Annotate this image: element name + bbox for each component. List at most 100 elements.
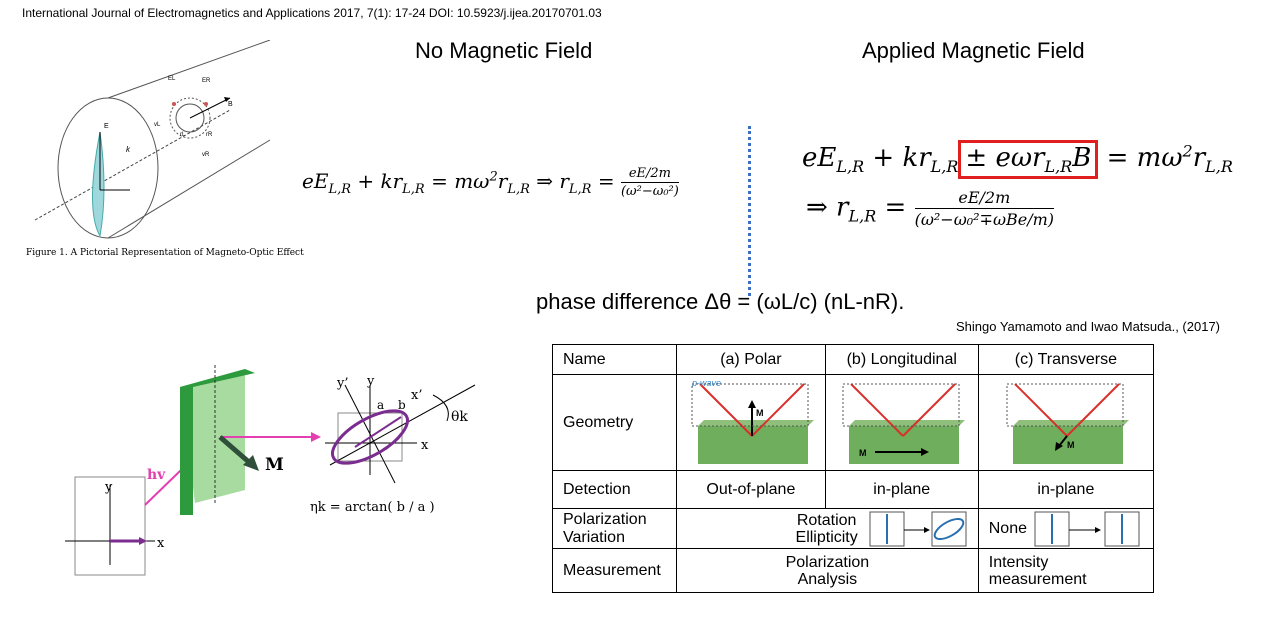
fig1-label-rr: rR	[206, 132, 213, 138]
equation-applied-field-line1: eEL,R + krL,R± eωrL,RB = mω2rL,R	[802, 140, 1233, 180]
polar-geometry-diagram: M p-wave	[691, 378, 814, 464]
pol-analysis-line1: Polarization	[785, 553, 870, 571]
fig1-label-k: k	[126, 145, 131, 154]
eq-right-boxed-tail: B	[1072, 143, 1092, 173]
eq-left-implies: ⇒ r	[529, 169, 569, 193]
eq-right-c: = mω	[1098, 143, 1183, 173]
phase-difference: phase difference Δθ = (ωL/c) (nL-nR).	[536, 289, 905, 314]
eq-left-r-sub: L,R	[507, 182, 530, 197]
kerr-label-b: b	[398, 398, 406, 412]
transverse-m-label: M	[1067, 440, 1075, 450]
table-measurement-label: Measurement	[551, 548, 678, 593]
kerr-label-a: a	[377, 398, 384, 412]
fig1-label-vr: vR	[202, 152, 210, 158]
eq-right-d-sub: L,R	[1205, 157, 1233, 177]
kerr-label-hv: hv	[147, 467, 166, 483]
eq-left-mid-sub: L,R	[402, 182, 425, 197]
intensity-diagram	[1034, 511, 1140, 546]
pol-analysis-line2: Analysis	[797, 570, 858, 588]
eq-left-lhs-sub: L,R	[328, 182, 351, 197]
geometry-polar: M p-wave	[676, 374, 826, 471]
heading-no-field: No Magnetic Field	[415, 38, 593, 63]
eq-left-sup: 2	[489, 169, 498, 185]
intensity-line1: Intensity	[988, 553, 1049, 571]
polar-pwave-label: p-wave	[691, 378, 721, 388]
equation-applied-field-line2: ⇒ rL,R = eE/2m(ω²−ω₀²∓ωBe/m)	[806, 188, 1055, 229]
polarization-polar-longitudinal: Rotation Ellipticity	[676, 508, 979, 549]
polarization-transverse: None	[977, 508, 1155, 549]
credit-line: Shingo Yamamoto and Iwao Matsuda., (2017…	[956, 319, 1221, 334]
table-header-polar: (a) Polar	[676, 344, 826, 375]
eq-right-line2-eq: =	[876, 192, 915, 223]
eq-left-den: (ω²−ω₀²)	[620, 184, 679, 199]
longitudinal-geometry-diagram: M	[842, 383, 965, 464]
fig1-label-er: ER	[202, 78, 211, 84]
eq-right-a: eE	[802, 143, 837, 173]
table-header-name: Name	[551, 344, 678, 375]
citation-line: International Journal of Electromagnetic…	[22, 6, 602, 20]
eq-right-d: r	[1192, 143, 1206, 173]
eq-left-mid: + kr	[351, 169, 403, 193]
eq-right-b: + kr	[864, 143, 931, 173]
table-header-longitudinal: (b) Longitudinal	[824, 344, 979, 375]
intensity-line2: measurement	[988, 570, 1087, 588]
kerr-label-yp: y’	[336, 376, 348, 391]
eq-left-lhs: eE	[302, 169, 329, 193]
eq-right-a-sub: L,R	[836, 157, 865, 177]
geometry-longitudinal: M	[824, 374, 979, 471]
eq-right-line2-sub: L,R	[848, 206, 877, 226]
eq-right-num: eE/2m	[914, 188, 1055, 209]
polarization-label-line1: Polarization	[563, 510, 647, 528]
fig1-label-rl: rL	[180, 132, 186, 138]
detection-longitudinal: in-plane	[824, 470, 979, 509]
eq-right-boxed: ± eωr	[965, 143, 1045, 173]
figure-1-caption: Figure 1. A Pictorial Representation of …	[26, 248, 304, 258]
eq-left-equals: =	[591, 169, 621, 193]
equation-no-field: eEL,R + krL,R = mω2rL,R ⇒ rL,R = eE/2m(ω…	[302, 166, 679, 199]
transverse-geometry-diagram: M	[1006, 383, 1129, 464]
eq-left-fraction: eE/2m(ω²−ω₀²)	[620, 166, 679, 199]
table-polarization-label: Polarization Variation	[551, 508, 678, 549]
polar-m-label: M	[756, 408, 764, 418]
none-label: None	[988, 519, 1027, 537]
eq-right-b-sub: L,R	[930, 157, 959, 177]
polarization-label-line2: Variation	[563, 528, 625, 546]
eq-right-c-sup: 2	[1182, 141, 1193, 161]
fig1-label-vl: vL	[154, 122, 161, 128]
eq-left-r: r	[497, 169, 508, 193]
ellipticity-label: Ellipticity	[795, 528, 858, 546]
moke-table: Name (a) Polar (b) Longitudinal (c) Tran…	[551, 344, 1155, 593]
table-detection-label: Detection	[551, 470, 678, 509]
eq-right-fraction: eE/2m(ω²−ω₀²∓ωBe/m)	[914, 188, 1055, 229]
kerr-label-x-left: x	[157, 536, 165, 551]
boxed-term: ± eωrL,RB	[958, 140, 1099, 180]
table-header-transverse: (c) Transverse	[977, 344, 1155, 375]
heading-applied-field: Applied Magnetic Field	[862, 38, 1085, 63]
kerr-label-y-left: y	[104, 480, 113, 495]
table-geometry-label: Geometry	[551, 374, 678, 471]
fig1-label-b: B	[228, 101, 233, 108]
fig1-label-el: EL	[168, 76, 176, 82]
longitudinal-m-label: M	[859, 448, 867, 458]
eq-right-boxed-sub: L,R	[1044, 157, 1073, 177]
detection-transverse: in-plane	[977, 470, 1155, 509]
kerr-label-x-right: x	[421, 438, 429, 453]
eq-left-eq: = mω	[424, 169, 490, 193]
measurement-intensity: Intensity measurement	[977, 548, 1155, 593]
eq-right-den: (ω²−ω₀²∓ωBe/m)	[914, 210, 1055, 229]
figure-1-cylinder: E k B EL ER vL vR rL rR	[34, 40, 271, 239]
kerr-label-eta: ηk = arctan( b / a )	[310, 500, 435, 515]
kerr-label-m: M	[265, 455, 284, 475]
kerr-figure: x y hv M x y y’ x’ a b θk ηk = arctan( b…	[65, 365, 476, 576]
eq-left-implies-sub: L,R	[568, 182, 592, 197]
eq-right-line2: ⇒ r	[806, 192, 849, 223]
dotted-divider	[748, 126, 751, 296]
geometry-transverse: M	[977, 374, 1155, 471]
rotation-label: Rotation	[796, 511, 857, 529]
kerr-label-y-right: y	[366, 374, 375, 389]
kerr-label-theta: θk	[451, 409, 468, 425]
eq-left-num: eE/2m	[620, 166, 679, 183]
kerr-label-xp: x’	[411, 388, 422, 403]
measurement-polarization-analysis: Polarization Analysis	[676, 548, 979, 593]
rotation-ellipticity-diagram	[869, 511, 967, 546]
